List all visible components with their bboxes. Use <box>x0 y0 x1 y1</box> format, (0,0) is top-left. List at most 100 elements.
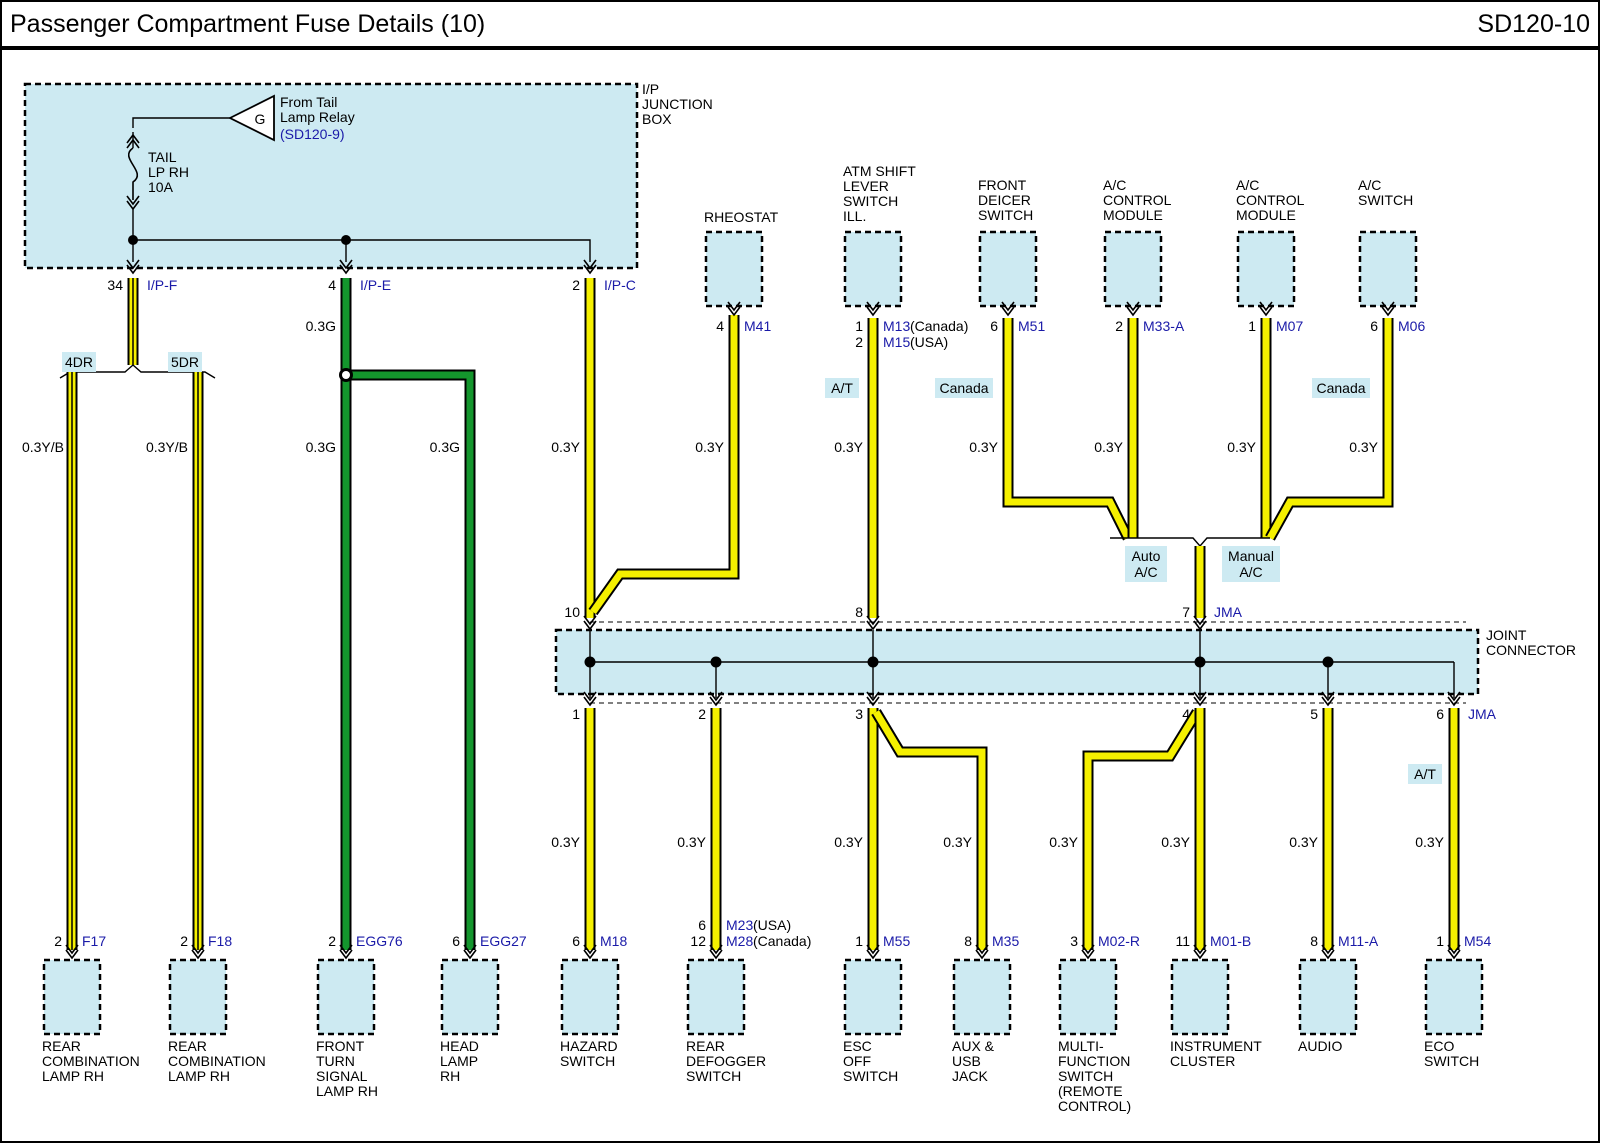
top-component-box <box>704 230 764 308</box>
top-component-label-line: CONTROL <box>1236 192 1305 208</box>
top-pin-variant: (Canada) <box>910 318 968 334</box>
joint-bottom-terminal <box>1193 696 1207 707</box>
joint-bottom-terminal <box>1321 696 1335 707</box>
wire-label: 0.3Y <box>677 834 706 850</box>
wire-label: 0.3Y <box>1289 834 1318 850</box>
top-component-label-line: CONTROL <box>1103 192 1172 208</box>
joint-bottom-connector: JMA <box>1468 706 1497 722</box>
wire-aux <box>872 710 986 950</box>
top-pin-number: 6 <box>990 318 998 334</box>
bottom-pin-variant: (Canada) <box>753 933 811 949</box>
bottom-pin-number: 11 <box>1175 933 1190 949</box>
top-pin-variant: (USA) <box>910 334 948 350</box>
joint-bottom-pin-number: 6 <box>1436 706 1444 722</box>
top-pin-connector: M15 <box>883 334 910 350</box>
ip-output-connector: I/P-F <box>147 277 177 293</box>
bottom-component-box <box>1170 958 1230 1036</box>
bottom-component-label-line: HAZARD <box>560 1038 618 1054</box>
top-component-box <box>1236 230 1296 308</box>
bottom-component-terminal <box>583 944 597 955</box>
top-component-terminal <box>1381 306 1395 317</box>
top-component-label-line: ILL. <box>843 208 866 224</box>
bottom-component-box <box>168 958 228 1036</box>
joint-connector-title-line: JOINT <box>1486 627 1527 643</box>
top-component-box <box>1358 230 1418 308</box>
bottom-component-terminal <box>975 949 989 960</box>
bottom-component-label-line: HEAD <box>440 1038 479 1054</box>
joint-top-connector: JMA <box>1214 604 1243 620</box>
wire-label: 0.3Y <box>551 439 580 455</box>
bottom-component-terminal <box>975 944 989 955</box>
joint-bottom-terminal <box>866 691 880 702</box>
bottom-component-label-line: FRONT <box>316 1038 365 1054</box>
bottom-pin-number: 12 <box>690 933 706 949</box>
top-component-terminal <box>727 306 741 317</box>
bottom-component-terminal <box>339 949 353 960</box>
wire-label: 0.3Y <box>1094 439 1123 455</box>
bottom-component-terminal <box>65 949 79 960</box>
ip-e-terminal <box>339 259 353 270</box>
wire-label: 0.3Y <box>1349 439 1378 455</box>
joint-connector-title-line: CONNECTOR <box>1486 642 1576 658</box>
wire-label: 0.3Y <box>695 439 724 455</box>
ip-output-pin: 4 <box>328 277 336 293</box>
bottom-component-terminal <box>1321 949 1335 960</box>
bottom-pin-number: 6 <box>698 917 706 933</box>
bottom-component-box <box>1298 958 1358 1036</box>
source-label-line: Lamp Relay <box>280 109 355 125</box>
top-component-terminal <box>1381 301 1395 312</box>
joint-bottom-pin-number: 3 <box>855 706 863 722</box>
top-pin-number: 1 <box>1248 318 1256 334</box>
tag-auto-ac-bg <box>1125 546 1167 582</box>
top-component-terminal <box>866 301 880 312</box>
splice-green-center <box>342 371 350 379</box>
top-component-terminal <box>1001 301 1015 312</box>
wire-label: 0.3G <box>306 318 336 334</box>
wire-label: 0.3Y/B <box>146 439 188 455</box>
bottom-component-box <box>1424 958 1484 1036</box>
wire-label: 0.3G <box>430 439 460 455</box>
top-pin-number: 2 <box>1115 318 1123 334</box>
top-pin-connector: M51 <box>1018 318 1045 334</box>
bottom-component-box <box>316 958 376 1036</box>
top-component-label-line: A/C <box>1103 177 1126 193</box>
wire-rheostat-outline <box>588 315 740 616</box>
joint-bottom-pin-number: 5 <box>1310 706 1318 722</box>
bottom-component-label-line: CONTROL) <box>1058 1098 1131 1114</box>
wire-label: 0.3Y <box>834 834 863 850</box>
tag-5dr-bg <box>168 352 202 372</box>
tag-at-1: A/T <box>831 380 853 396</box>
joint-bottom-pin-number: 1 <box>572 706 580 722</box>
bottom-component-label-line: MULTI- <box>1058 1038 1104 1054</box>
wire-aux-outline <box>871 709 988 950</box>
joint-top-terminal <box>866 620 880 631</box>
bottom-component-label-line: FUNCTION <box>1058 1053 1130 1069</box>
bottom-pin-number: 2 <box>54 933 62 949</box>
top-pin-connector: M41 <box>744 318 771 334</box>
top-pin-number: 2 <box>855 334 863 350</box>
tag-manual-ac: Manual <box>1228 548 1274 564</box>
bottom-pin-number: 2 <box>180 933 188 949</box>
branch-auto-manual <box>1110 537 1270 548</box>
joint-splice-dot <box>710 656 722 668</box>
joint-bottom-terminal <box>1193 691 1207 702</box>
bottom-component-label-line: SWITCH <box>1058 1068 1113 1084</box>
top-component-label-line: SWITCH <box>1358 192 1413 208</box>
top-pin-number: 4 <box>716 318 724 334</box>
top-component-label-line: DEICER <box>978 192 1031 208</box>
fuse-label-line: LP RH <box>148 164 189 180</box>
bottom-component-terminal <box>191 944 205 955</box>
joint-bottom-terminal <box>583 691 597 702</box>
bottom-component-label-line: SWITCH <box>843 1068 898 1084</box>
bottom-component-box <box>843 958 903 1036</box>
bottom-component-label-line: REAR <box>168 1038 207 1054</box>
joint-splice-dot <box>584 656 596 668</box>
top-component-terminal <box>866 306 880 317</box>
top-component-terminal <box>1126 306 1140 317</box>
bottom-pin-connector: EGG76 <box>356 933 403 949</box>
bottom-component-terminal <box>583 949 597 960</box>
top-component-label-line: SWITCH <box>843 193 898 209</box>
source-wire <box>132 117 230 128</box>
tag-manual-ac-bg <box>1222 546 1280 582</box>
